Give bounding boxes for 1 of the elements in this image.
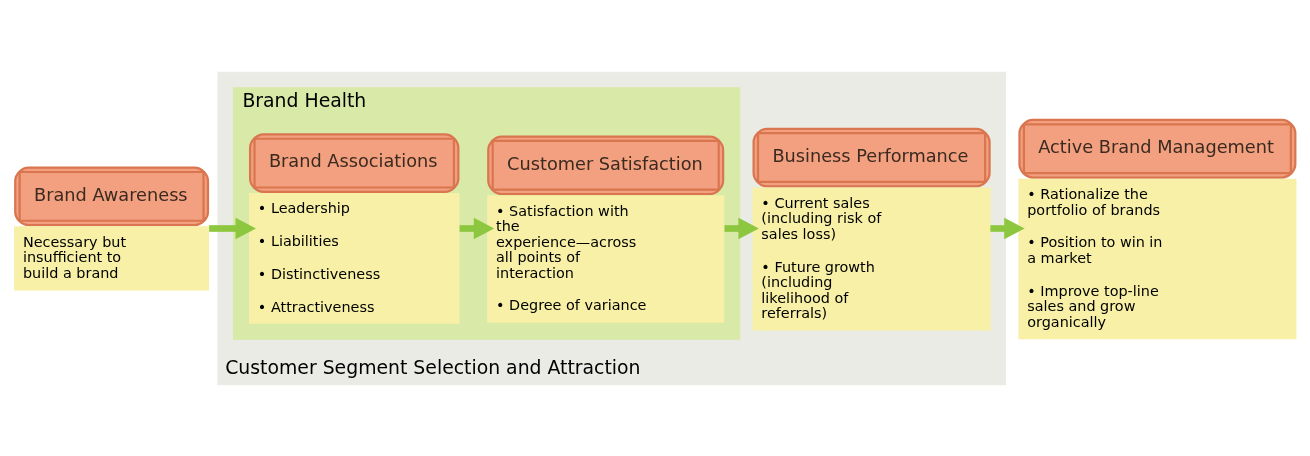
arrow	[209, 217, 256, 239]
